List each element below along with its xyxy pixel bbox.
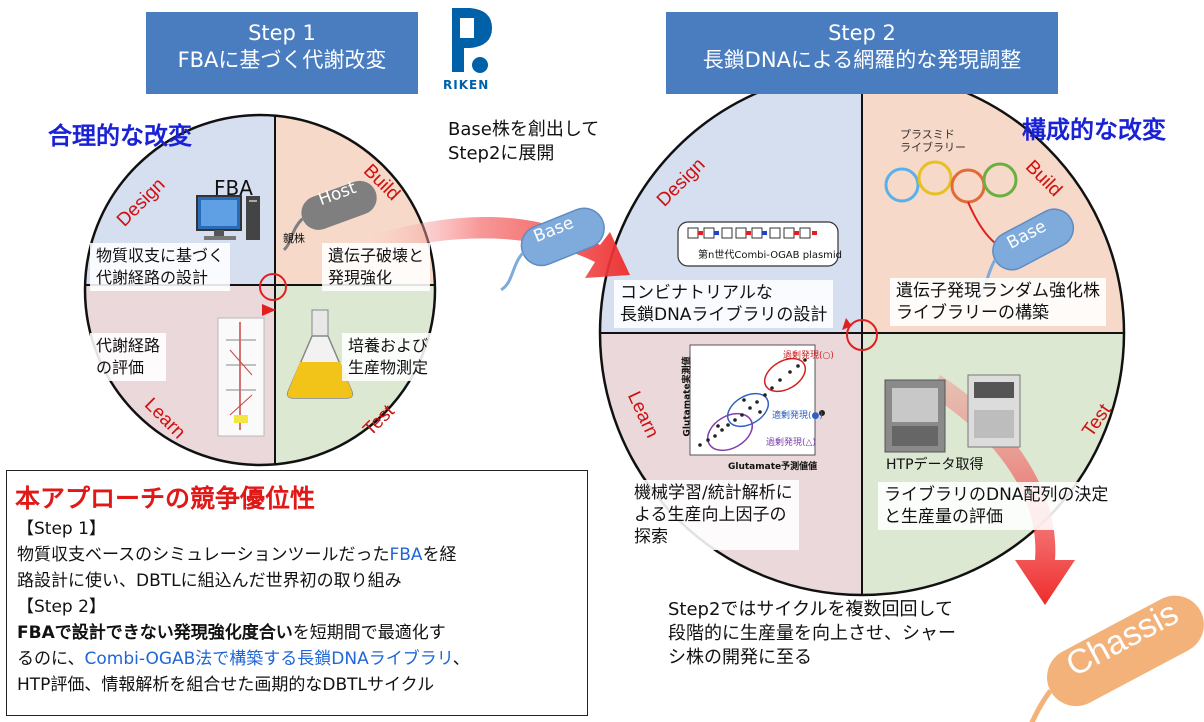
- left-build-line2: 発現強化: [328, 268, 393, 287]
- base-note-line1: Base株を創出して: [448, 119, 600, 140]
- left-build-line1: 遺伝子破壊と: [328, 246, 425, 265]
- left-test-line1: 培養および: [348, 336, 429, 355]
- right-learn-line3: 探索: [634, 527, 668, 547]
- plot-annot-under: 過剰発現(△): [766, 438, 816, 448]
- right-design-line1: コンビナトリアルな: [620, 283, 773, 303]
- computer-icon: [196, 195, 260, 240]
- step1-title: Step 1: [248, 21, 316, 45]
- base-note: Base株を創出して Step2に展開: [448, 118, 599, 166]
- left-cycle-arrow-icon: [259, 273, 287, 301]
- host-sublabel: 親株: [283, 232, 305, 245]
- left-test-text: 培養および 生産物測定: [342, 333, 435, 381]
- advantage-step1-line1: 物質収支ベースのシミュレーションツールだったFBAを経: [17, 543, 457, 567]
- advantage-step2-line1-b: を短期間で最適化す: [292, 623, 446, 643]
- left-test-line2: 生産物測定: [348, 358, 429, 377]
- base-note-line2: Step2に展開: [448, 143, 555, 164]
- htp-label: HTPデータ取得: [886, 457, 984, 473]
- right-test-line1: ライブラリのDNA配列の決定: [884, 485, 1109, 505]
- right-test-line2: と生産量の評価: [884, 507, 1003, 527]
- pathway-map-icon: [217, 317, 265, 437]
- base-capsule-middle: [500, 207, 605, 292]
- fba-label: FBA: [214, 176, 253, 200]
- riken-logo-icon: [452, 8, 492, 73]
- plot-annot-ok: 適剰発現(●): [772, 411, 823, 421]
- left-learn-text: 代謝経路 の評価: [90, 333, 167, 381]
- advantage-title: 本アプローチの競争優位性: [15, 484, 316, 513]
- right-cycle-arrow-icon: [846, 319, 878, 351]
- right-build-line1: 遺伝子発現ランダム強化株: [896, 281, 1100, 301]
- left-design-text: 物質収支に基づく 代謝経路の設計: [90, 243, 231, 291]
- step2-title: Step 2: [828, 21, 896, 45]
- host-capsule: [282, 180, 377, 251]
- advantage-fba-highlight: FBA: [389, 545, 423, 565]
- left-learn-line2: の評価: [96, 358, 145, 377]
- chassis-arrow: [930, 375, 1075, 605]
- advantage-step2-tag: 【Step 2】: [17, 597, 106, 617]
- right-build-line2: ライブラリーの構築: [896, 303, 1049, 323]
- advantage-step1-line1-c: を経: [422, 545, 457, 565]
- plasmid-library-label: プラスミド ライブラリー: [900, 128, 966, 154]
- step1-subtitle: FBAに基づく代謝改変: [177, 48, 387, 72]
- advantage-step2-line2-a: るのに、: [17, 649, 85, 669]
- plot-annot-over: 過剰発現(○): [783, 351, 834, 361]
- advantage-step2-line2-c: 、: [452, 649, 470, 669]
- advantage-step2-line3: HTP評価、情報解析を組合せた画期的なDBTLサイクル: [17, 675, 435, 695]
- advantage-step2-line1: FBAで設計できない発現強化度合いを短期間で最適化す: [17, 621, 446, 645]
- advantage-step1-tag: 【Step 1】: [17, 519, 106, 539]
- riken-logo-text: RIKEN: [443, 78, 490, 92]
- chassis-capsule: [1012, 595, 1204, 722]
- left-design-line1: 物質収支に基づく: [96, 246, 225, 265]
- step1-header: Step 1 FBAに基づく代謝改変: [146, 12, 418, 94]
- right-learn-line1: 機械学習/統計解析に: [634, 483, 793, 503]
- plasmid-construct: [677, 221, 839, 267]
- left-design-line2: 代謝経路の設計: [96, 268, 209, 287]
- step2-header: Step 2 長鎖DNAによる網羅的な発現調整: [666, 12, 1058, 94]
- plot-ylabel: Glutamate実測値: [682, 356, 693, 437]
- left-heading: 合理的な改変: [48, 122, 192, 150]
- plot-xlabel: Glutamate予測値値: [728, 462, 818, 472]
- cycle-note-line1: Step2ではサイクルを複数回回して: [668, 599, 953, 620]
- left-learn-line1: 代謝経路: [96, 336, 161, 355]
- cycle-note: Step2ではサイクルを複数回回して 段階的に生産量を向上させ、シャー シ株の開…: [668, 598, 956, 670]
- htp-instrument-icon: [884, 374, 1021, 453]
- cycle-note-line3: シ株の開発に至る: [668, 647, 812, 668]
- right-learn-line2: よる生産向上因子の: [634, 505, 787, 525]
- cycle-note-line2: 段階的に生産量を向上させ、シャー: [668, 623, 956, 644]
- left-build-text: 遺伝子破壊と 発現強化: [322, 243, 431, 291]
- plasmid-caption: 第n世代Combi-OGAB plasmid: [698, 250, 843, 261]
- right-design-line2: 長鎖DNAライブラリの設計: [620, 305, 828, 325]
- advantage-step2-bold: FBAで設計できない発現強化度合い: [17, 623, 293, 643]
- right-build-text: 遺伝子発現ランダム強化株 ライブラリーの構築: [890, 278, 1106, 326]
- advantage-step1-line1-a: 物質収支ベースのシミュレーションツールだった: [17, 545, 390, 565]
- step2-subtitle: 長鎖DNAによる網羅的な発現調整: [702, 48, 1022, 72]
- advantage-step1-line2: 路設計に使い、DBTLに組込んだ世界初の取り組み: [17, 571, 402, 591]
- right-test-text: ライブラリのDNA配列の決定 と生産量の評価: [878, 482, 1115, 530]
- right-learn-text: 機械学習/統計解析に よる生産向上因子の 探索: [628, 480, 799, 550]
- right-design-text: コンビナトリアルな 長鎖DNAライブラリの設計: [614, 280, 834, 328]
- learn-scatter-plot: [689, 344, 825, 456]
- advantage-step2-line2: るのに、Combi-OGAB法で構築する長鎖DNAライブラリ、: [17, 647, 470, 671]
- left-cycle-circle: [83, 113, 437, 467]
- plasmid-library-icon: [884, 160, 1018, 204]
- advantage-combi-ogab-highlight: Combi-OGAB法で構築する長鎖DNAライブラリ: [84, 649, 453, 669]
- plasmid-library-line2: ライブラリー: [900, 141, 966, 154]
- right-heading: 構成的な改変: [1022, 116, 1166, 144]
- plasmid-library-line1: プラスミド: [900, 128, 955, 141]
- flask-icon: [286, 309, 354, 399]
- advantage-box: 本アプローチの競争優位性 【Step 1】 物質収支ベースのシミュレーションツー…: [6, 470, 588, 716]
